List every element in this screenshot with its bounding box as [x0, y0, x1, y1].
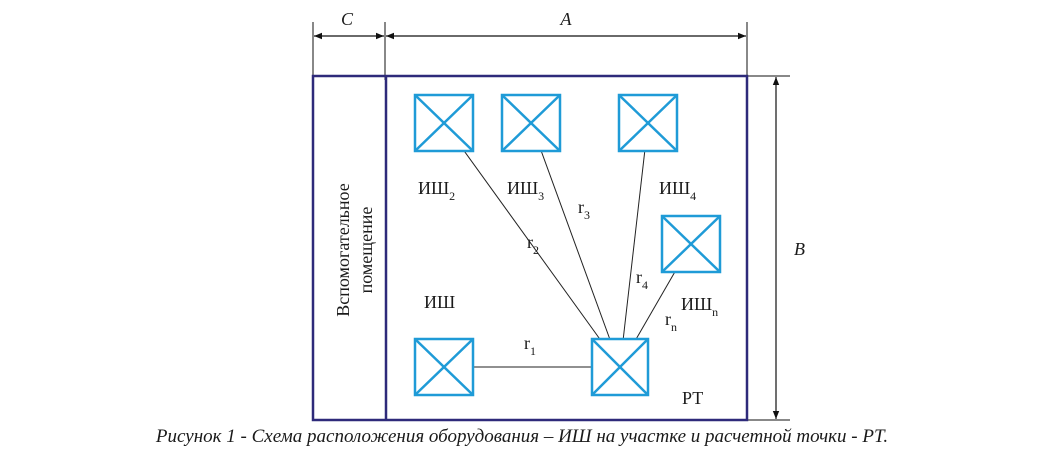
equipment-label-ish3: ИШ3: [507, 178, 544, 203]
line-r3: [530, 122, 621, 368]
diagram-canvas: C A B Вспомогательное помещение: [311, 9, 805, 422]
line-r2: [443, 122, 621, 368]
dimension-b: B: [747, 75, 805, 421]
dimension-a: A: [386, 9, 748, 80]
equipment-label-ish2: ИШ2: [418, 178, 455, 203]
equipment-label-ish: ИШ: [424, 292, 455, 312]
dimension-c: C: [312, 9, 386, 80]
figure-caption: Рисунок 1 - Схема расположения оборудова…: [155, 426, 889, 447]
distance-label-r2: r2: [527, 232, 539, 257]
dimension-c-label: C: [341, 9, 354, 29]
equipment-label-ish4: ИШ4: [659, 178, 696, 203]
equipment-box-ish3: [500, 93, 562, 153]
auxiliary-room-label-line1: Вспомогательное: [333, 183, 353, 316]
dimension-b-label: B: [794, 239, 805, 259]
line-r4: [619, 122, 649, 368]
auxiliary-room-label-line2: помещение: [356, 207, 376, 294]
dimension-a-label: A: [560, 9, 573, 29]
calc-point-label: РТ: [682, 388, 703, 408]
room-outline: [311, 74, 749, 422]
distance-lines: [443, 122, 692, 368]
equipment-box-calc-point: [590, 337, 650, 397]
distance-label-r1: r1: [524, 333, 536, 358]
distance-label-r4: r4: [636, 267, 648, 292]
equipment-box-ish2: [413, 93, 475, 153]
distance-label-rn: rn: [665, 309, 677, 334]
distance-label-r3: r3: [578, 197, 590, 222]
equipment-label-ishn: ИШn: [681, 294, 718, 319]
equipment-box-ish: [413, 337, 475, 397]
equipment-box-ish4: [617, 93, 679, 153]
equipment-box-ishn: [660, 214, 722, 274]
